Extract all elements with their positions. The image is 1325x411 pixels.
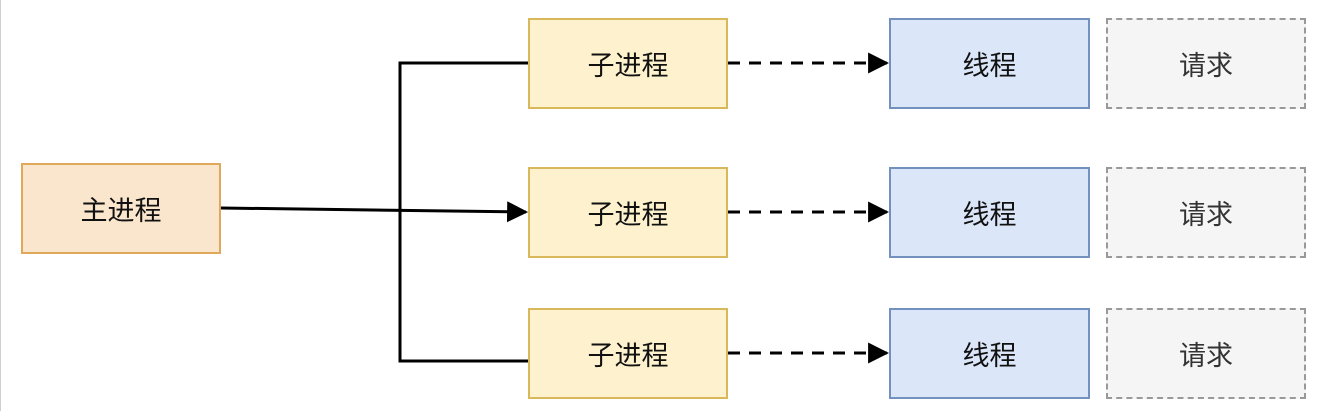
child-process-label: 子进程: [587, 341, 669, 372]
request-node-2: 请求: [1106, 167, 1306, 258]
child-process-label: 子进程: [587, 51, 669, 82]
thread-node-3: 线程: [889, 308, 1090, 399]
child-process-node-1: 子进程: [528, 18, 728, 109]
main-process-node: 主进程: [21, 163, 221, 254]
child-process-node-2: 子进程: [528, 167, 728, 258]
thread-label: 线程: [962, 200, 1017, 231]
thread-label: 线程: [962, 341, 1017, 372]
connector-main-to-child-2: [220, 201, 529, 223]
request-label: 请求: [1179, 341, 1233, 372]
request-node-1: 请求: [1106, 18, 1306, 109]
thread-label: 线程: [962, 51, 1017, 82]
request-label: 请求: [1179, 51, 1233, 82]
request-label: 请求: [1179, 200, 1233, 231]
canvas-left-border: [0, 0, 1, 411]
connector-bracket-bottom: [398, 208, 528, 363]
thread-node-2: 线程: [889, 167, 1090, 258]
child-process-node-3: 子进程: [528, 308, 728, 399]
main-process-label: 主进程: [80, 196, 162, 227]
child-process-label: 子进程: [587, 200, 669, 231]
request-node-3: 请求: [1106, 308, 1306, 399]
connector-bracket-top: [398, 61, 528, 208]
thread-node-1: 线程: [889, 18, 1090, 109]
